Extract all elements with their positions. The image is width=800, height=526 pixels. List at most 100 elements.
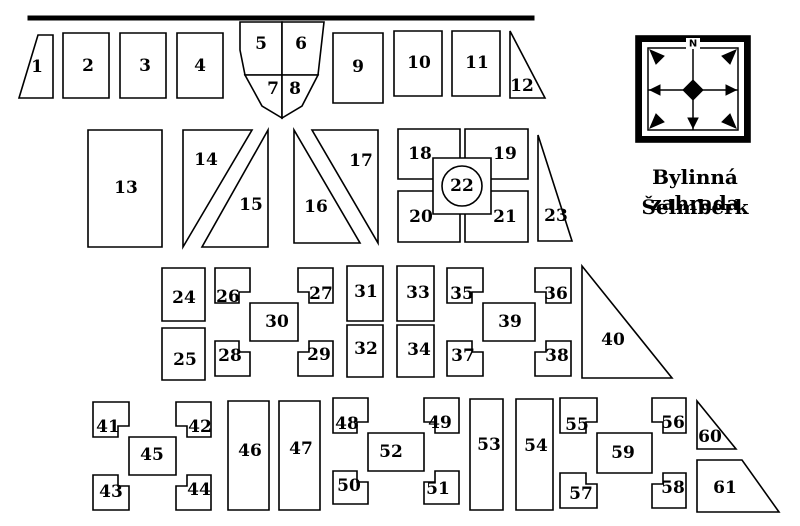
bed-label-28: 28 [218, 346, 242, 366]
garden-bed-49 [423, 397, 460, 434]
garden-bed-43 [92, 474, 130, 511]
bed-label-24: 24 [172, 288, 196, 308]
bed-label-47: 47 [289, 439, 313, 459]
bed-label-6: 6 [295, 34, 307, 54]
bed-label-14: 14 [194, 150, 218, 170]
bed-label-52: 52 [379, 442, 403, 462]
bed-22-circle [441, 165, 483, 207]
garden-bed-4 [176, 32, 224, 99]
bed-label-39: 39 [498, 312, 522, 332]
bed-label-22: 22 [450, 176, 474, 196]
bed-label-54: 54 [524, 436, 548, 456]
garden-bed-37 [446, 340, 484, 377]
garden-bed-15 [200, 126, 269, 248]
garden-bed-34 [396, 324, 435, 378]
garden-bed-51 [423, 470, 460, 505]
bed-label-19: 19 [493, 144, 517, 164]
bed-label-15: 15 [239, 195, 263, 215]
garden-bed-59 [596, 432, 653, 474]
bed-label-44: 44 [187, 480, 211, 500]
bed-label-9: 9 [352, 57, 364, 77]
bed-label-23: 23 [544, 206, 568, 226]
compass-north-label: N [689, 39, 697, 50]
bed-label-60: 60 [698, 427, 722, 447]
garden-bed-9 [332, 32, 384, 104]
garden-title-line2: Šelmberk [641, 195, 749, 219]
garden-bed-13 [87, 129, 163, 248]
bed-label-45: 45 [140, 445, 164, 465]
garden-title-line1: Bylinná zahrada [650, 165, 740, 215]
bed-label-10: 10 [407, 53, 431, 73]
garden-bed-17 [310, 129, 379, 246]
garden-bed-27 [297, 267, 334, 304]
bed-label-46: 46 [238, 441, 262, 461]
bed-label-20: 20 [409, 207, 433, 227]
bed-label-21: 21 [493, 207, 517, 227]
garden-bed-1 [17, 34, 54, 99]
garden-bed-32 [346, 324, 384, 378]
bed-label-3: 3 [139, 56, 151, 76]
garden-bed-50 [332, 470, 369, 505]
garden-bed-24 [161, 267, 206, 322]
bed-label-1: 1 [31, 57, 43, 77]
garden-bed-46 [227, 400, 270, 511]
bed-label-12: 12 [510, 76, 534, 96]
garden-bed-23 [537, 134, 574, 242]
bed-label-7: 7 [267, 79, 279, 99]
bed-label-33: 33 [406, 283, 430, 303]
bed-label-41: 41 [96, 417, 120, 437]
bed-label-26: 26 [216, 287, 240, 307]
bed-label-18: 18 [408, 144, 432, 164]
bed-label-43: 43 [99, 482, 123, 502]
bed-label-59: 59 [611, 443, 635, 463]
bed-label-56: 56 [661, 413, 685, 433]
bed-label-55: 55 [565, 415, 589, 435]
beds-layer [17, 21, 781, 513]
bed-label-37: 37 [451, 346, 475, 366]
garden-bed-16 [293, 127, 362, 244]
garden-bed-12 [509, 30, 547, 99]
garden-bed-25 [161, 327, 206, 381]
garden-bed-36 [534, 267, 572, 304]
bed-label-36: 36 [544, 284, 568, 304]
garden-bed-30 [249, 302, 299, 342]
bed-label-17: 17 [349, 151, 373, 171]
garden-bed-40 [581, 263, 674, 379]
compass-icon: N [635, 35, 751, 143]
garden-bed-47 [278, 400, 321, 511]
garden-bed-8 [281, 74, 320, 120]
bed-label-25: 25 [173, 350, 197, 370]
garden-bed-42 [175, 401, 212, 438]
garden-bed-58 [651, 472, 687, 509]
garden-bed-56 [651, 397, 687, 434]
bed-label-40: 40 [601, 330, 625, 350]
garden-bed-45 [128, 436, 177, 476]
top-wall [27, 15, 535, 21]
bed-label-31: 31 [354, 282, 378, 302]
garden-bed-57 [559, 472, 598, 509]
garden-bed-54 [515, 398, 554, 511]
garden-bed-38 [534, 340, 572, 377]
bed-label-53: 53 [477, 435, 501, 455]
bed-label-2: 2 [82, 56, 94, 76]
garden-bed-28 [214, 340, 251, 377]
garden-bed-3 [119, 32, 167, 99]
garden-bed-29 [297, 340, 334, 377]
garden-bed-60 [696, 398, 738, 450]
bed-label-16: 16 [304, 197, 328, 217]
bed-label-42: 42 [188, 417, 212, 437]
bed-label-8: 8 [289, 79, 301, 99]
bed-label-57: 57 [569, 484, 593, 504]
bed-label-4: 4 [194, 56, 206, 76]
bed-label-34: 34 [407, 340, 431, 360]
garden-bed-61 [696, 459, 781, 513]
bed-label-58: 58 [661, 478, 685, 498]
garden-bed-35 [446, 267, 484, 304]
bed-label-27: 27 [309, 284, 333, 304]
bed-label-49: 49 [428, 413, 452, 433]
bed-label-32: 32 [354, 339, 378, 359]
garden-bed-39 [482, 302, 536, 342]
garden-bed-41 [92, 401, 130, 438]
